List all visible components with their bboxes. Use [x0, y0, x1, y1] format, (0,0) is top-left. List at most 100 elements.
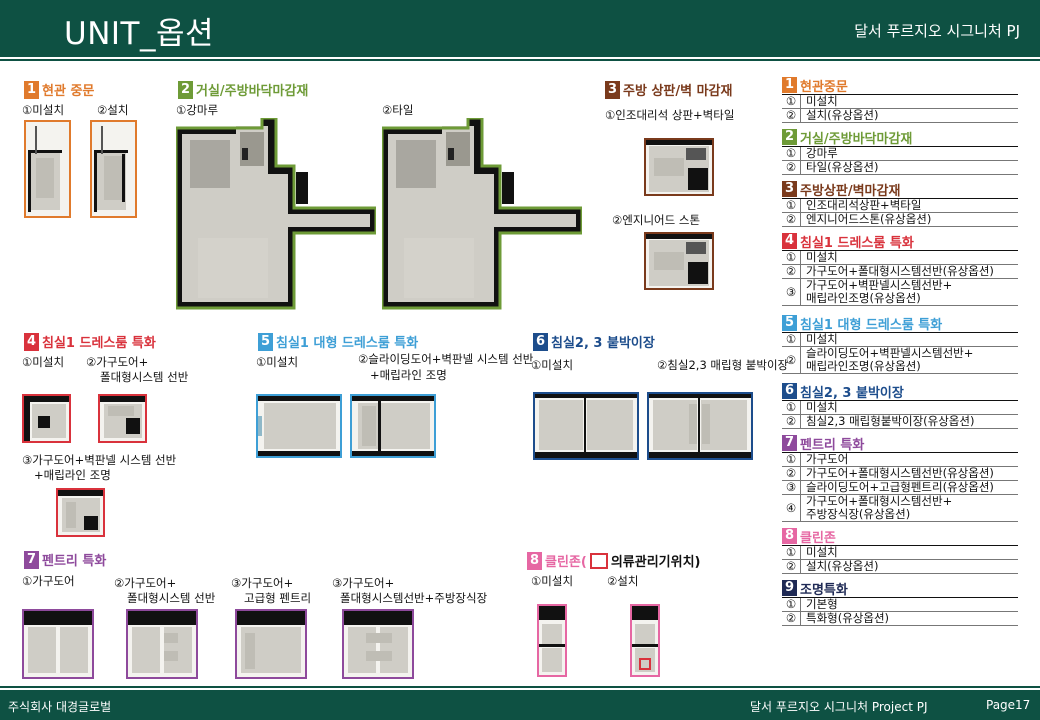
legend-item-index: ②: [782, 467, 801, 480]
legend-item-index: ②: [782, 109, 801, 122]
company-name: 주식회사 대경글로벌: [8, 700, 112, 714]
section-8-label: 클린존(: [545, 555, 587, 570]
s6-opt1-label: ①미설치: [531, 358, 574, 372]
s5-opt1-label: ①미설치: [256, 355, 299, 369]
page-header: UNIT_옵션 달서 푸르지오 시그니처 PJ: [0, 0, 1040, 57]
legend-item-index: ②: [782, 347, 801, 373]
section-7-label: 펜트리 특화: [42, 554, 107, 569]
section-3-number: 3: [605, 80, 620, 99]
legend-item-index: ①: [782, 401, 801, 414]
section-4-label: 침실1 드레스룸 특화: [42, 336, 156, 351]
legend-item: ③ 슬라이딩도어+고급형펜트리(유상옵션): [782, 481, 1018, 495]
legend-item-index: ④: [782, 495, 801, 521]
legend-group-number: 7: [782, 435, 797, 451]
legend-item-text: 가구도어+벽판넬시스템선반+ 매립라인조명(유상옵션): [806, 278, 953, 305]
legend-item-index: ②: [782, 161, 801, 174]
section-2-title: 2 거실/주방바닥마감재: [178, 80, 308, 99]
s5-opt2-plan: [350, 394, 436, 458]
section-2-number: 2: [178, 80, 193, 99]
header-divider: [0, 59, 1040, 61]
s7-opt4-label-line2: 폴대형시스템선반+주방장식장: [340, 591, 488, 605]
legend-group-number: 8: [782, 528, 797, 544]
legend-group-label: 거실/주방바닥마감재: [800, 131, 913, 147]
s5-opt1-plan: [256, 394, 342, 458]
legend-group-number: 9: [782, 580, 797, 596]
s1-opt1-plan: [24, 120, 71, 218]
s4-opt3-plan: [56, 488, 105, 537]
legend-item-index: ②: [782, 415, 801, 428]
legend-item: ② 설치(유상옵션): [782, 109, 1018, 123]
s3-opt2-plan: [644, 232, 714, 290]
legend-group-number: 1: [782, 77, 797, 93]
section-6-number: 6: [533, 332, 548, 351]
s5-opt2-label-line2: +매립라인 조명: [370, 368, 447, 382]
legend-group-number: 5: [782, 315, 797, 331]
page-title: UNIT_옵션: [64, 16, 214, 52]
legend-item-text: 미설치: [806, 94, 838, 108]
legend-item-index: ①: [782, 199, 801, 212]
legend-item-index: ②: [782, 612, 801, 625]
section-5-label: 침실1 대형 드레스룸 특화: [276, 336, 419, 351]
page-number: Page17: [986, 698, 1031, 712]
legend-group-number: 3: [782, 181, 797, 197]
legend-item-index: ③: [782, 481, 801, 494]
legend-item-text: 인조대리석상판+벽타일: [806, 198, 922, 212]
section-7-title: 7 펜트리 특화: [24, 550, 106, 569]
section-4-number: 4: [24, 332, 39, 351]
legend-item-text: 가구도어+폴대형시스템선반(유상옵션): [806, 466, 994, 480]
section-8-label-after: 의류관리기위치): [610, 555, 701, 570]
legend-item-text: 가구도어+폴대형시스템선반(유상옵션): [806, 264, 994, 278]
section-8-title: 8 클린존( 의류관리기위치): [527, 551, 701, 570]
legend-group-label: 현관중문: [800, 79, 848, 95]
s7-opt1-label: ①가구도어: [22, 574, 75, 588]
legend-item-index: ①: [782, 453, 801, 466]
s5-opt2-label-line1: ②슬라이딩도어+벽판넬 시스템 선반: [358, 352, 534, 366]
s6-opt1-plan: [533, 392, 639, 460]
s7-opt2-label-line1: ②가구도어+: [114, 576, 177, 590]
legend-item-text: 슬라이딩도어+벽판넬시스템선반+ 매립라인조명(유상옵션): [806, 346, 974, 373]
legend-group-number: 2: [782, 129, 797, 145]
s8-opt2-label: ②설치: [607, 574, 639, 588]
legend-item: ① 인조대리석상판+벽타일: [782, 199, 1018, 213]
legend-group-label: 펜트리 특화: [800, 437, 865, 453]
section-1-label: 현관 중문: [42, 84, 95, 99]
legend-item-text: 슬라이딩도어+고급형펜트리(유상옵션): [806, 480, 994, 494]
legend-item-text: 설치(유상옵션): [806, 108, 879, 122]
s4-opt2-plan: [98, 394, 147, 443]
legend-item-text: 미설치: [806, 545, 838, 559]
section-2-label: 거실/주방바닥마감재: [196, 84, 309, 99]
s7-opt4-label-line1: ③가구도어+: [332, 576, 395, 590]
s7-opt2-plan: [126, 609, 198, 679]
section-1-number: 1: [24, 80, 39, 99]
legend-item-index: ①: [782, 95, 801, 108]
s8-opt1-label: ①미설치: [531, 574, 574, 588]
legend-item-text: 미설치: [806, 332, 838, 346]
s7-opt2-label-line2: 폴대형시스템 선반: [127, 591, 216, 605]
legend-group-label: 조명특화: [800, 582, 848, 598]
legend-item-text: 엔지니어드스톤(유상옵션): [806, 212, 932, 226]
legend-group-label: 침실2, 3 붙박이장: [800, 385, 904, 401]
legend-item: ① 미설치: [782, 95, 1018, 109]
legend-group-label: 침실1 드레스룸 특화: [800, 235, 914, 251]
legend-group-label: 클린존: [800, 530, 836, 546]
legend-group-number: 6: [782, 383, 797, 399]
legend-item-index: ①: [782, 147, 801, 160]
legend-item-text: 설치(유상옵션): [806, 559, 879, 573]
